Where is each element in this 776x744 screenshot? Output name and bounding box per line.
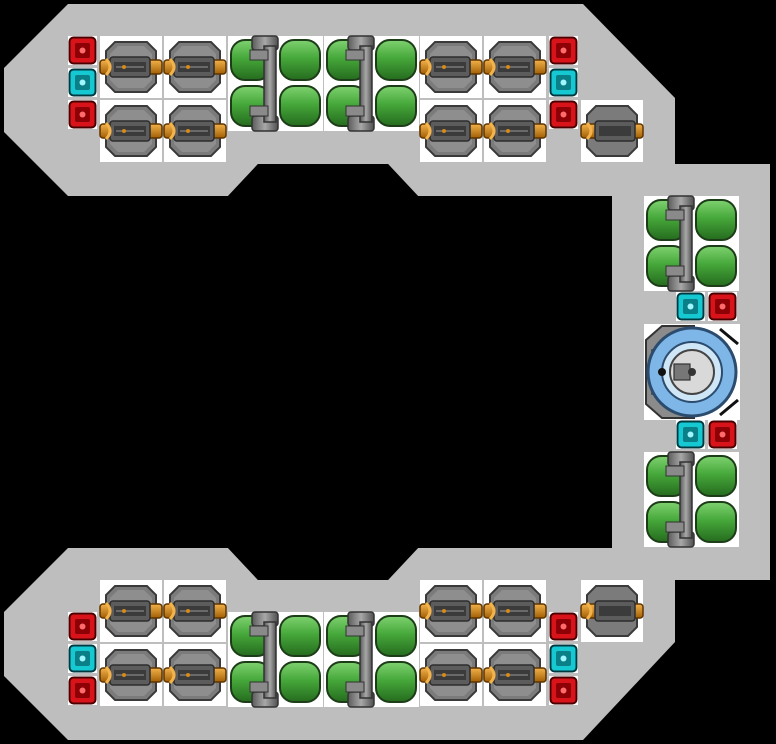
engine-pair-icon: [418, 98, 484, 164]
red-power-block-icon: [548, 99, 579, 130]
engine-pair-icon: [98, 642, 164, 708]
fuel-tank-icon: [643, 195, 740, 292]
red-power-block-icon: [67, 611, 98, 642]
fuel-tank-icon: [227, 35, 324, 132]
engine-pair-icon: [162, 578, 228, 644]
hull: [4, 4, 770, 740]
engine-pair-icon: [418, 34, 484, 100]
engine-pair-icon: [98, 34, 164, 100]
cyan-power-block-icon: [675, 291, 706, 322]
red-power-block-icon: [548, 611, 579, 642]
engine-pair-icon: [482, 34, 548, 100]
side-thruster-icon: [579, 98, 645, 164]
red-power-block-icon: [707, 419, 738, 450]
side-thruster-icon: [579, 578, 645, 644]
red-power-block-icon: [67, 99, 98, 130]
engine-pair-icon: [482, 642, 548, 708]
engine-pair-icon: [98, 98, 164, 164]
engine-pair-icon: [482, 578, 548, 644]
cyan-power-block-icon: [548, 67, 579, 98]
cyan-power-block-icon: [67, 67, 98, 98]
engine-pair-icon: [482, 98, 548, 164]
engine-pair-icon: [162, 34, 228, 100]
cyan-power-block-icon: [548, 643, 579, 674]
red-power-block-icon: [67, 675, 98, 706]
red-power-block-icon: [67, 35, 98, 66]
engine-pair-icon: [418, 642, 484, 708]
cyan-power-block-icon: [675, 419, 706, 450]
engine-pair-icon: [162, 98, 228, 164]
red-power-block-icon: [548, 675, 579, 706]
red-power-block-icon: [548, 35, 579, 66]
cyan-power-block-icon: [67, 643, 98, 674]
engine-pair-icon: [162, 642, 228, 708]
void-interior: [0, 164, 612, 580]
fuel-tank-icon: [323, 611, 420, 708]
fuel-tank-icon: [643, 451, 740, 548]
fuel-tank-icon: [323, 35, 420, 132]
engine-pair-icon: [98, 578, 164, 644]
command-core-icon: [642, 322, 742, 422]
engine-pair-icon: [418, 578, 484, 644]
fuel-tank-icon: [227, 611, 324, 708]
red-power-block-icon: [707, 291, 738, 322]
